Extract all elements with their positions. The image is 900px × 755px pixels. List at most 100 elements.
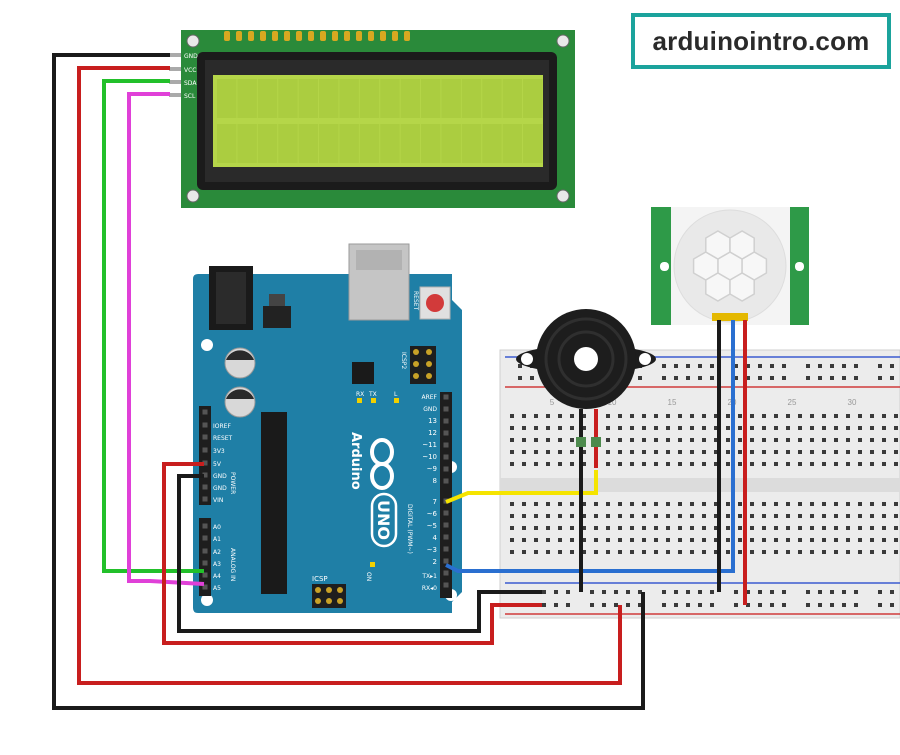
bb-hole [738, 526, 742, 530]
bb-hole [882, 502, 886, 506]
pir-lens-cell [729, 230, 755, 260]
lcd-header-pin [320, 31, 326, 41]
bb-hole [810, 514, 814, 518]
icsp-pin [326, 598, 332, 604]
bb-hole [546, 426, 550, 430]
bb-hole [642, 438, 646, 442]
bb-hole [570, 414, 574, 418]
bb-hole [750, 438, 754, 442]
bb-rail-hole [626, 603, 630, 607]
header-pin-hole [443, 466, 449, 472]
bb-rail-hole [638, 603, 642, 607]
lcd-mount-hole [556, 189, 570, 203]
bb-hole [846, 438, 850, 442]
bb-hole [894, 538, 898, 542]
pir-lens-segments [692, 230, 768, 302]
bb-hole [678, 514, 682, 518]
bb-hole [618, 462, 622, 466]
bb-hole [846, 426, 850, 430]
power-pin-label: GND [213, 473, 227, 480]
bb-hole [774, 426, 778, 430]
bb-hole [858, 450, 862, 454]
bb-rail-hole [674, 376, 678, 380]
bb-hole [714, 462, 718, 466]
bb-hole [522, 426, 526, 430]
bb-hole [666, 550, 670, 554]
lcd-mount-hole [186, 189, 200, 203]
header-pin-hole [202, 434, 208, 440]
bb-hole [630, 450, 634, 454]
lcd-char-cell [441, 79, 461, 118]
lcd-char-cell [523, 124, 543, 163]
bb-hole [690, 526, 694, 530]
brand-text: arduinointro.com [652, 25, 870, 56]
header-pin-hole [202, 460, 208, 466]
header-pin-hole [202, 572, 208, 578]
bb-hole [882, 526, 886, 530]
bb-hole [738, 414, 742, 418]
bb-hole [870, 502, 874, 506]
bb-hole [546, 438, 550, 442]
reset-button-cap[interactable] [426, 294, 444, 312]
wire-lcd-vcc [77, 66, 622, 685]
icsp2-label: ICSP2 [400, 352, 407, 369]
bb-hole [522, 550, 526, 554]
bb-hole [582, 550, 586, 554]
bb-rail-hole [878, 376, 882, 380]
bb-hole [570, 426, 574, 430]
bb-rail-hole [890, 376, 894, 380]
bb-hole [522, 502, 526, 506]
bb-hole [570, 526, 574, 530]
bb-hole [582, 514, 586, 518]
bb-hole [762, 538, 766, 542]
bb-hole [870, 526, 874, 530]
bb-hole [750, 538, 754, 542]
bb-hole [522, 450, 526, 454]
buzzer-pin [576, 437, 586, 447]
bb-hole [822, 438, 826, 442]
rx-led [357, 398, 362, 403]
bb-hole [702, 502, 706, 506]
lcd-header-pin [308, 31, 314, 41]
bb-hole [882, 438, 886, 442]
bb-hole [858, 514, 862, 518]
bb-hole [546, 414, 550, 418]
bb-hole [858, 550, 862, 554]
icsp-pin [315, 598, 321, 604]
bb-hole [870, 538, 874, 542]
bb-rail-hole [686, 603, 690, 607]
bb-hole [582, 526, 586, 530]
bb-rail-hole [818, 364, 822, 368]
lcd-header-pin [392, 31, 398, 41]
bb-hole [678, 438, 682, 442]
svg-text:~6: ~6 [427, 510, 438, 518]
bb-hole [786, 514, 790, 518]
bb-hole [726, 450, 730, 454]
bb-hole [630, 414, 634, 418]
bb-hole [666, 462, 670, 466]
bb-hole [774, 538, 778, 542]
tx-label: TX [368, 391, 377, 398]
bb-rail-hole [842, 376, 846, 380]
icsp-pin [326, 587, 332, 593]
buzzer-pin [591, 437, 601, 447]
bb-hole [738, 426, 742, 430]
bb-hole [714, 426, 718, 430]
analog-pin-label: A5 [213, 585, 221, 592]
lcd-header-pin [284, 31, 290, 41]
bb-hole [606, 462, 610, 466]
bb-hole [654, 550, 658, 554]
bb-hole [714, 414, 718, 418]
wire-lcd-gnd [52, 53, 645, 710]
bb-hole [726, 438, 730, 442]
bb-hole [858, 538, 862, 542]
buzzer-ring [544, 317, 628, 401]
bb-hole [558, 538, 562, 542]
pir-lens-cell [705, 230, 731, 260]
bb-hole [726, 550, 730, 554]
bb-hole [834, 438, 838, 442]
lcd-char-cell [380, 124, 400, 163]
lcd-pin-vcc: VCC [184, 67, 196, 74]
lcd-char-cell [359, 79, 380, 118]
